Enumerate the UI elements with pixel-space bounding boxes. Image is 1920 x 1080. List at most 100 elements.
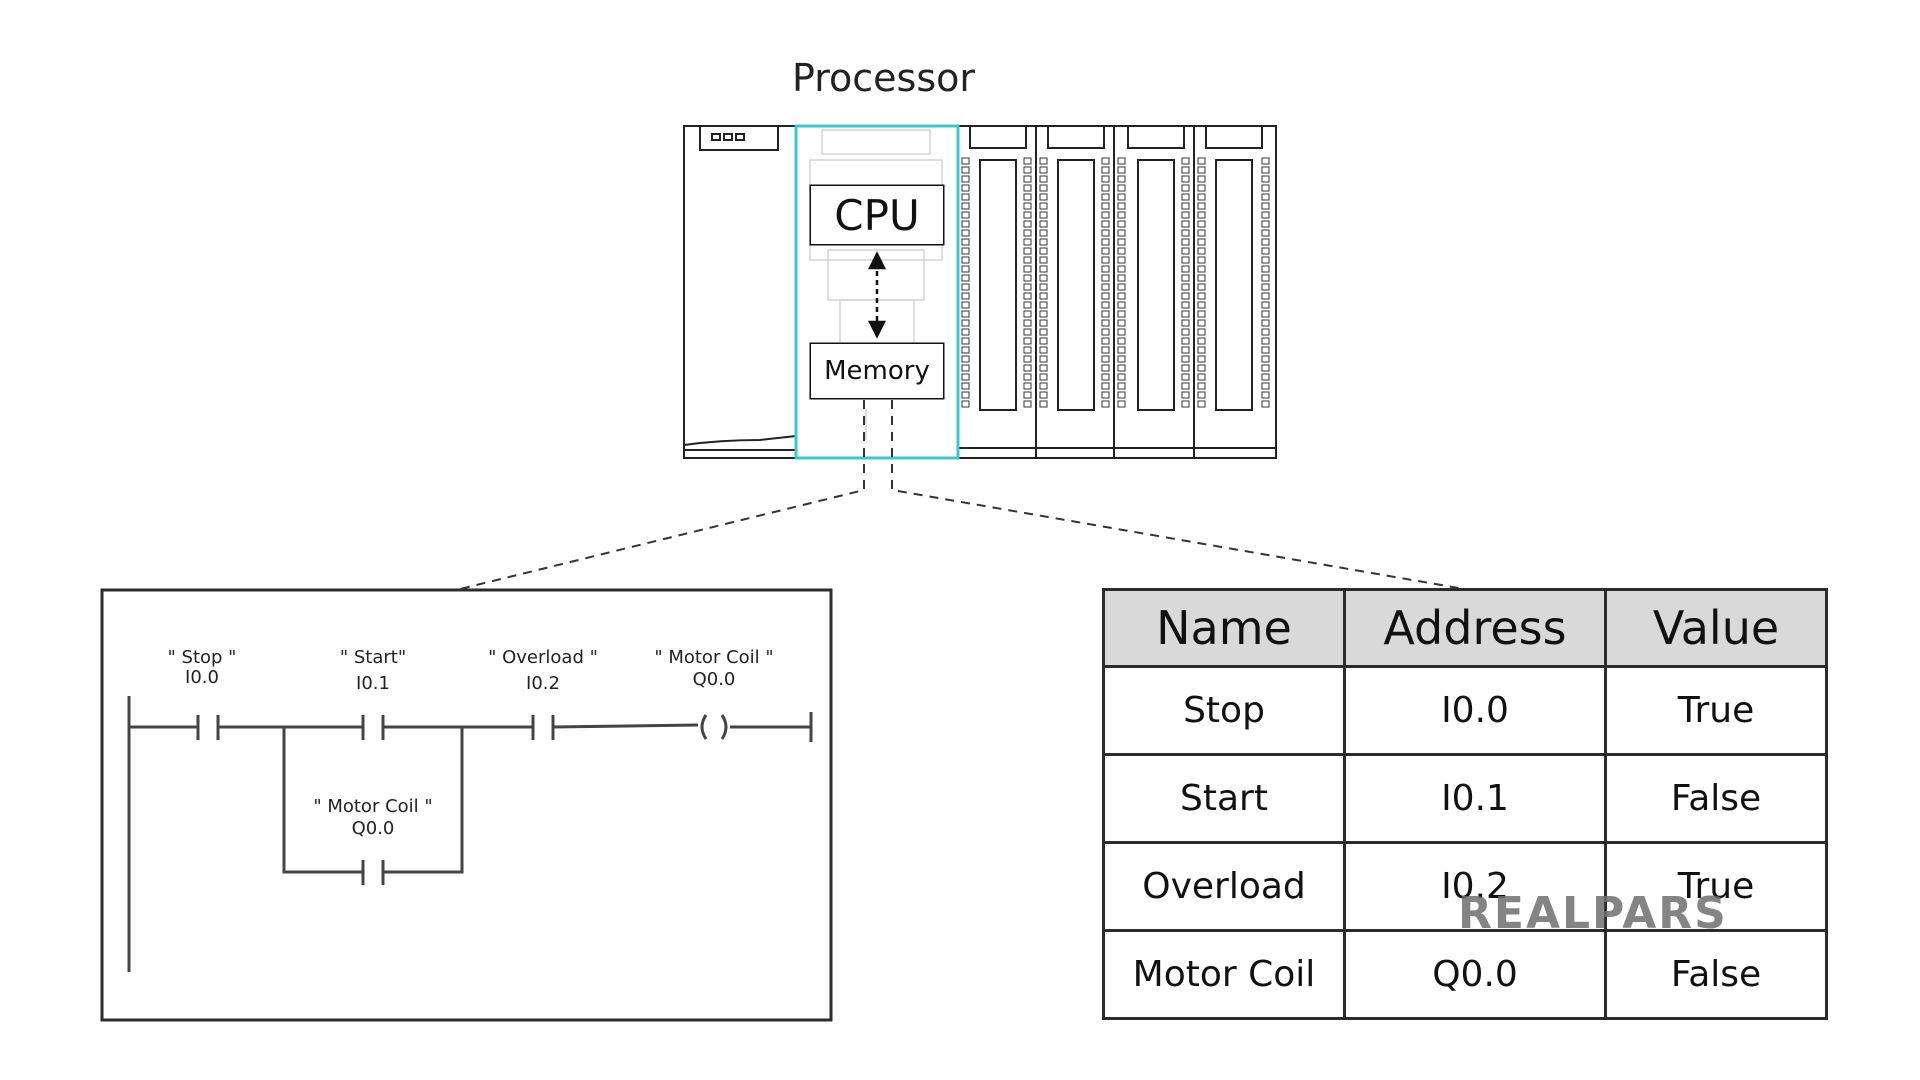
terminal-slot [1261, 364, 1270, 372]
table-row: Start I0.1 False [1102, 753, 1828, 844]
terminal-slot [1261, 157, 1270, 165]
terminal-slot [1117, 193, 1126, 201]
terminal-slot [1261, 319, 1270, 327]
terminal-slot [1101, 283, 1110, 291]
terminal-slot [1039, 220, 1048, 228]
terminal-slot [1039, 328, 1048, 336]
terminal-slot [1261, 238, 1270, 246]
terminal-slot [1261, 220, 1270, 228]
terminal-slot [1023, 274, 1032, 282]
terminal-slot [1117, 247, 1126, 255]
terminal-slot [1117, 184, 1126, 192]
terminal-slot [1181, 193, 1190, 201]
seal-in-contact-address: Q0.0 [351, 818, 395, 839]
terminal-slot [1181, 328, 1190, 336]
cpu-module-highlight [794, 124, 960, 460]
terminal-slot [961, 283, 970, 291]
overload-contact-name: " Overload " [488, 647, 598, 668]
terminal-slot [1197, 301, 1206, 309]
terminal-slot [1261, 256, 1270, 264]
header-name: Name [1102, 588, 1346, 668]
terminal-slot [1023, 247, 1032, 255]
terminal-slot [1197, 193, 1206, 201]
stop-contact-tag: " Stop " I0.0 [152, 648, 252, 688]
terminal-slot [1101, 202, 1110, 210]
terminal-slot [1181, 364, 1190, 372]
cell-address: I0.1 [1343, 753, 1607, 844]
terminal-slot [961, 229, 970, 237]
terminal-slot [1261, 337, 1270, 345]
terminal-slot [1261, 166, 1270, 174]
motor-coil-tag: " Motor Coil " Q0.0 [644, 648, 784, 690]
terminal-slot [1261, 202, 1270, 210]
terminal-slot [1197, 292, 1206, 300]
terminal-slot [961, 391, 970, 399]
terminal-slot [1117, 319, 1126, 327]
table-row: Stop I0.0 True [1102, 665, 1828, 756]
terminal-slot [1197, 400, 1206, 408]
terminal-slot [1181, 292, 1190, 300]
terminal-slot [1023, 184, 1032, 192]
overload-contact-address: I0.2 [526, 673, 560, 694]
terminal-slot [961, 400, 970, 408]
terminal-slot [1101, 292, 1110, 300]
terminal-slot [1101, 373, 1110, 381]
terminal-slot [1181, 229, 1190, 237]
terminal-slot [961, 292, 970, 300]
terminal-slot [1101, 265, 1110, 273]
terminal-slot [1039, 346, 1048, 354]
terminal-slot [1023, 391, 1032, 399]
terminal-slot [1101, 256, 1110, 264]
terminal-slot [1039, 292, 1048, 300]
power-supply-leds [711, 133, 745, 141]
terminal-slot [1197, 166, 1206, 174]
terminal-slot [1039, 265, 1048, 273]
terminal-slot [1181, 166, 1190, 174]
terminal-slot [1181, 283, 1190, 291]
variable-table: Name Address Value Stop I0.0 True Start … [1102, 588, 1828, 1020]
terminal-slot [1101, 238, 1110, 246]
table-header-row: Name Address Value [1102, 588, 1828, 668]
terminal-slot [1101, 220, 1110, 228]
cell-address: I0.2 [1343, 841, 1607, 932]
terminal-slot [1117, 355, 1126, 363]
terminal-slot [1039, 373, 1048, 381]
terminal-slot [961, 337, 970, 345]
cell-name: Start [1102, 753, 1346, 844]
terminal-slot [1023, 220, 1032, 228]
terminal-slot [1039, 184, 1048, 192]
terminal-slot [1023, 238, 1032, 246]
terminal-slot [1039, 247, 1048, 255]
terminal-slot [1101, 391, 1110, 399]
terminal-slot [1117, 364, 1126, 372]
terminal-slot [1101, 184, 1110, 192]
terminal-slot [1197, 256, 1206, 264]
start-contact-tag: " Start" I0.1 [318, 648, 428, 694]
terminal-slot [1181, 400, 1190, 408]
terminal-slot [1039, 310, 1048, 318]
terminal-slot [1039, 157, 1048, 165]
terminal-slot [1039, 364, 1048, 372]
terminal-slot [961, 301, 970, 309]
cell-address: I0.0 [1343, 665, 1607, 756]
terminal-slot [1197, 247, 1206, 255]
terminal-slot [1181, 184, 1190, 192]
terminal-slot [1023, 301, 1032, 309]
plc-rack [683, 125, 1277, 459]
terminal-slot [1101, 193, 1110, 201]
terminal-slot [1261, 292, 1270, 300]
processor-title: Processor [792, 56, 976, 100]
terminal-slot [1117, 391, 1126, 399]
terminal-slot [1039, 382, 1048, 390]
terminal-slot [1039, 175, 1048, 183]
terminal-slot [1181, 175, 1190, 183]
terminal-slot [1117, 274, 1126, 282]
terminal-slot [1039, 274, 1048, 282]
motor-coil-address: Q0.0 [692, 669, 736, 690]
terminal-slot [1181, 202, 1190, 210]
terminal-slot [1101, 355, 1110, 363]
power-supply-terminal [699, 125, 779, 151]
power-supply-base [683, 435, 797, 446]
table-row: Overload I0.2 True [1102, 841, 1828, 932]
terminal-slot [961, 373, 970, 381]
